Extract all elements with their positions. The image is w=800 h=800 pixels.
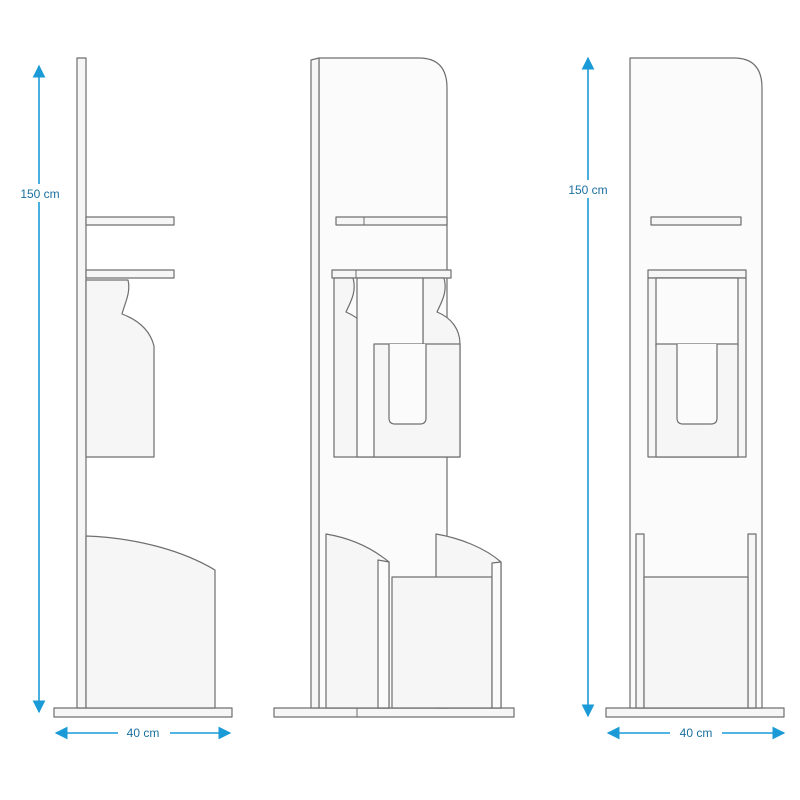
left-width-label: 40 cm xyxy=(127,726,160,740)
front-view-holder-notch xyxy=(676,344,718,425)
front-view-top-shelf xyxy=(650,216,742,226)
front-view-holder-top xyxy=(647,269,747,279)
front-view-holder-back xyxy=(655,277,739,347)
side-view-base xyxy=(53,707,233,718)
perspective-view-base xyxy=(273,707,515,718)
front-view-bin-front xyxy=(643,576,749,709)
side-view-upright xyxy=(76,57,87,709)
perspective-view-top-shelf xyxy=(335,216,448,226)
side-view-middle-shelf xyxy=(85,269,175,279)
left-height-label-bg xyxy=(14,184,66,202)
side-view-bottom-bin xyxy=(85,535,216,709)
right-height-label-bg xyxy=(562,180,614,198)
right-width-label: 40 cm xyxy=(680,726,713,740)
side-view-top-shelf xyxy=(85,216,175,226)
front-view-bin-right-post xyxy=(747,533,757,709)
perspective-view-holder-notch xyxy=(388,344,427,425)
right-width-label-bg xyxy=(670,724,722,742)
side-view-brochure-pocket xyxy=(85,279,155,458)
perspective-view-panel-edge xyxy=(310,57,320,709)
right-height-label: 150 cm xyxy=(568,183,607,197)
front-view-base xyxy=(605,707,785,718)
perspective-view-bin-front xyxy=(391,576,493,709)
perspective-view-middle-shelf xyxy=(331,269,452,279)
right-height-dimension: 150 cm xyxy=(562,56,614,718)
right-width-dimension: 40 cm xyxy=(606,724,786,742)
front-view-bin-left-post xyxy=(635,533,645,709)
left-height-label: 150 cm xyxy=(20,187,59,201)
perspective-view xyxy=(273,57,515,718)
left-width-label-bg xyxy=(118,724,170,742)
side-view xyxy=(53,57,233,718)
left-height-dimension: 150 cm xyxy=(14,64,66,714)
front-view xyxy=(605,57,785,718)
left-width-dimension: 40 cm xyxy=(54,724,232,742)
